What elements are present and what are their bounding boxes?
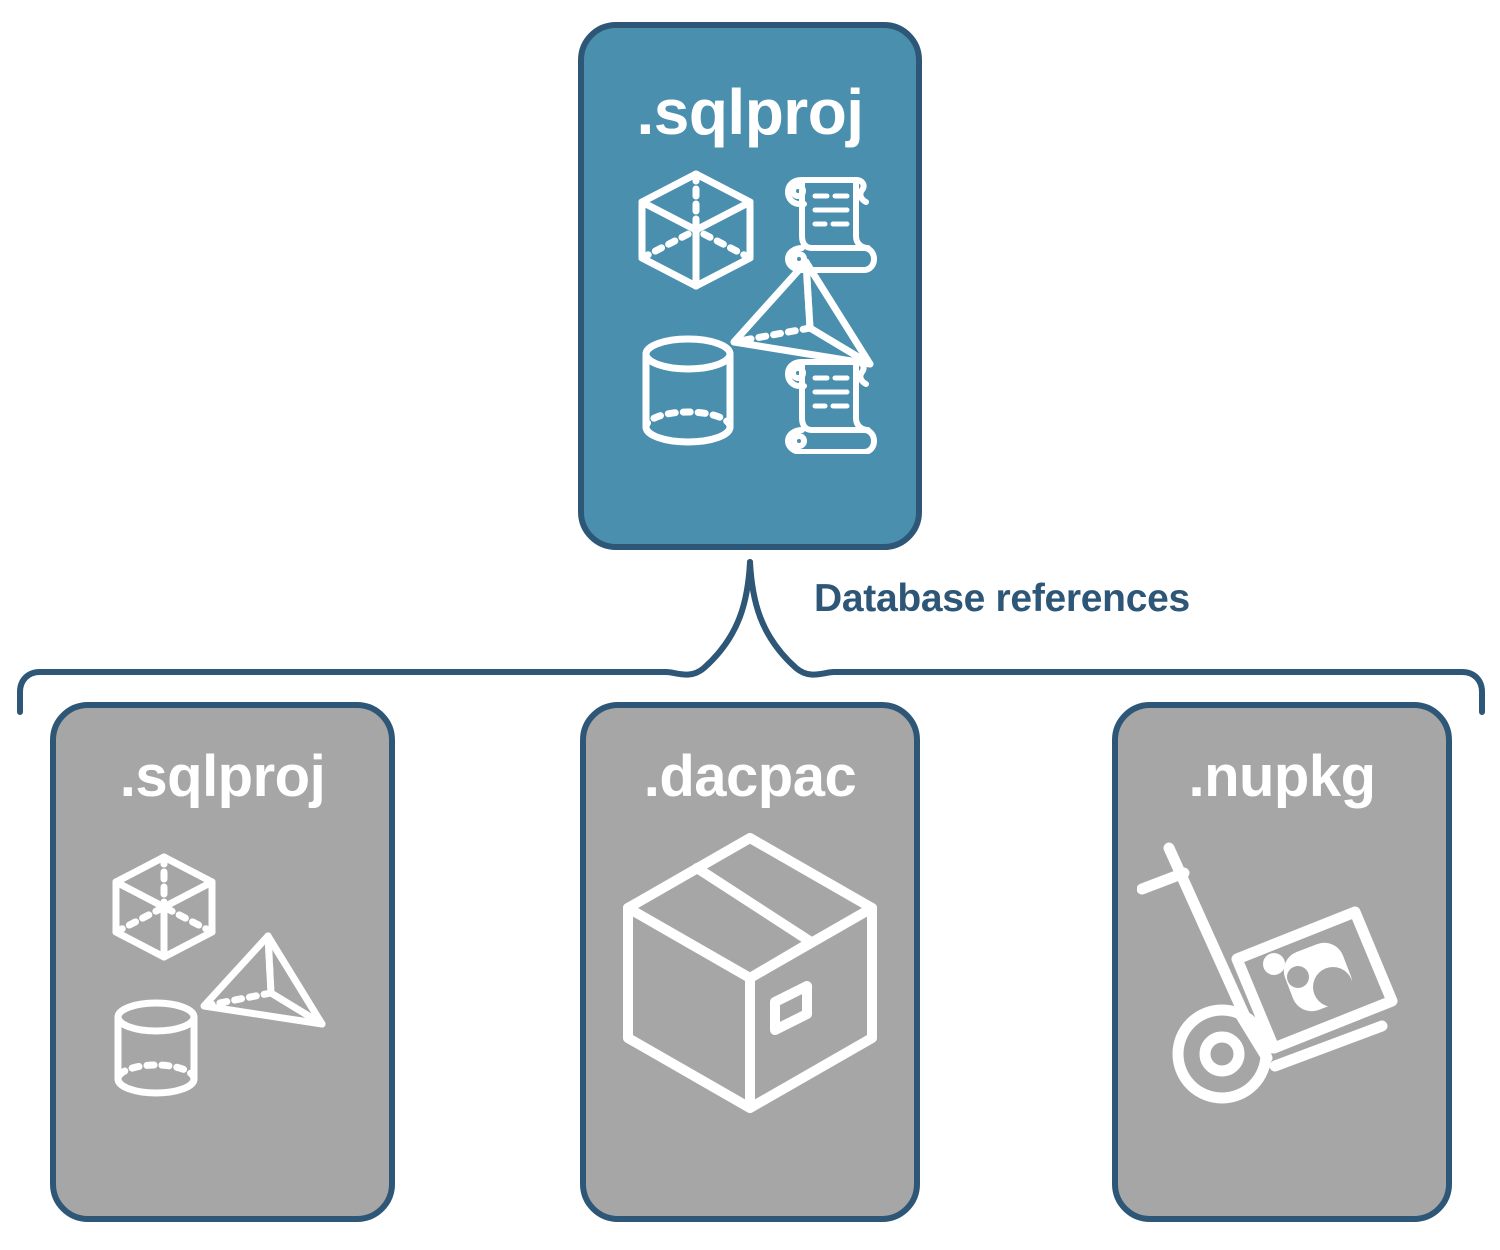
- reference-node-nupkg-title: .nupkg: [1188, 744, 1376, 809]
- root-node-sqlproj-card[interactable]: .sqlproj: [578, 22, 922, 550]
- scroll-script-icon: [785, 177, 877, 273]
- connector-label-database-references: Database references: [814, 577, 1190, 620]
- cube-wireframe-icon: [112, 853, 215, 961]
- cube-wireframe-icon: [638, 170, 754, 290]
- root-node-title: .sqlproj: [636, 76, 864, 148]
- nuget-logo-glyph: [1263, 942, 1353, 1012]
- pyramid-wireframe-icon: [730, 258, 874, 368]
- reference-node-sqlproj-card[interactable]: .sqlproj: [50, 702, 395, 1222]
- pyramid-wireframe-icon: [200, 932, 325, 1028]
- reference-node-nupkg-card[interactable]: .nupkg: [1112, 702, 1452, 1222]
- reference-node-sqlproj-title: .sqlproj: [119, 744, 326, 809]
- shipping-box-icon: [623, 833, 877, 1113]
- cylinder-wireframe-icon: [642, 335, 734, 446]
- root-node-icon-group: [638, 170, 877, 454]
- reference-node-dacpac-card[interactable]: .dacpac: [580, 702, 920, 1222]
- scroll-script-icon: [785, 359, 877, 454]
- hand-truck-package-icon: [1137, 842, 1398, 1104]
- reference-node-dacpac-title: .dacpac: [643, 744, 857, 809]
- reference-sqlproj-icon-group: [112, 853, 325, 1097]
- cylinder-wireframe-icon: [114, 999, 197, 1097]
